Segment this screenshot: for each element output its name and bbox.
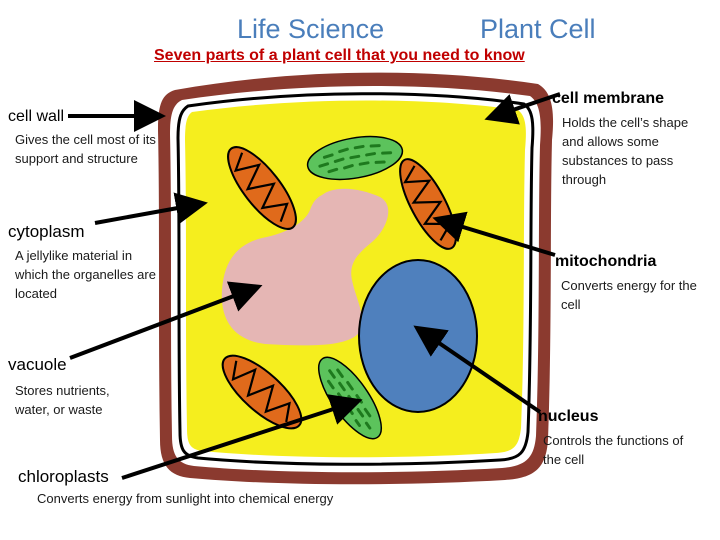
arrow-cell-membrane: [484, 92, 561, 125]
arrow-vacuole: [69, 281, 263, 360]
label-mitochondria: mitochondria: [555, 253, 657, 270]
topic-title: Plant Cell: [480, 14, 596, 44]
desc-vacuole: Stores nutrients, water, or waste: [15, 383, 110, 417]
desc-nucleus: Controls the functions of the cell: [543, 433, 684, 467]
arrow-cytoplasm: [94, 192, 208, 225]
nucleus-shape: [358, 259, 478, 413]
label-cell-membrane: cell membrane: [552, 90, 665, 107]
label-vacuole: vacuole: [8, 355, 67, 374]
desc-cytoplasm: A jellylike material in which the organe…: [15, 248, 156, 301]
chloroplast-top: [306, 135, 404, 181]
arrow-nucleus: [413, 325, 542, 414]
course-title: Life Science: [237, 14, 385, 44]
vacuole-shape: [221, 188, 389, 346]
desc-cell-wall: Gives the cell most of its support and s…: [15, 132, 156, 166]
desc-mitochondria: Converts energy for the cell: [561, 278, 697, 312]
desc-cell-membrane: Holds the cell’s shape and allows some s…: [562, 115, 689, 187]
subtitle: Seven parts of a plant cell that you nee…: [154, 47, 525, 64]
arrow-chloroplasts: [121, 394, 363, 480]
label-cell-wall: cell wall: [8, 108, 65, 125]
label-cytoplasm: cytoplasm: [8, 222, 85, 241]
label-chloroplasts: chloroplasts: [18, 467, 109, 486]
arrow-mitochondria: [432, 211, 556, 257]
mitochondrion-top-left: [227, 146, 297, 230]
label-nucleus: nucleus: [538, 408, 599, 425]
mitochondrion-bottom-left: [221, 354, 303, 430]
desc-chloroplasts: Converts energy from sunlight into chemi…: [37, 491, 334, 506]
